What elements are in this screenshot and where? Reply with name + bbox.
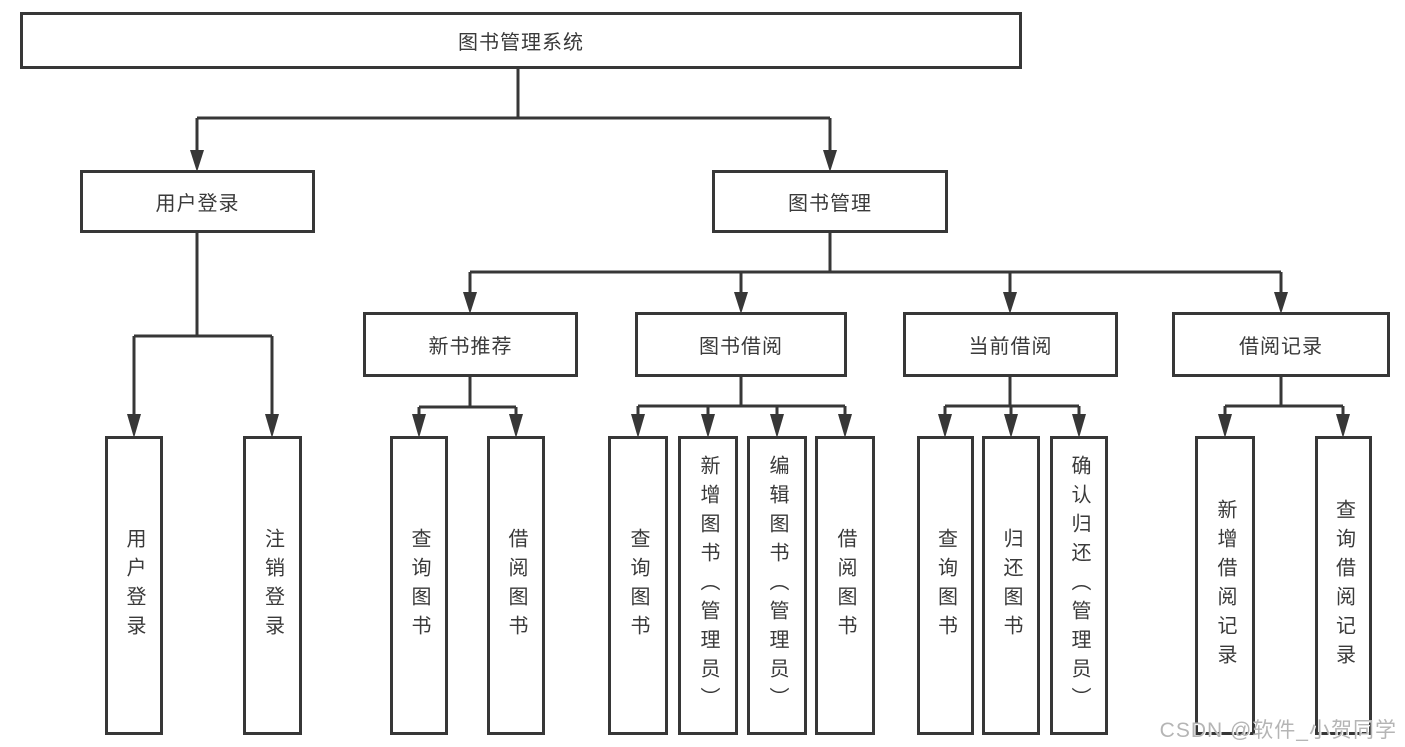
node-label: 借阅图书 — [505, 527, 527, 644]
arrowhead-icon — [509, 414, 523, 438]
leaf-query-borrow-record: 查询借阅记录 — [1315, 436, 1372, 735]
leaf-logout: 注销登录 — [243, 436, 302, 735]
arrowhead-icon — [770, 414, 784, 438]
node-label: 借阅记录 — [1239, 336, 1323, 358]
node-label: 图书管理系统 — [458, 32, 584, 54]
connector-book-borrow-children — [631, 377, 852, 438]
node-label: 归还图书 — [1000, 527, 1022, 644]
arrowhead-icon — [701, 414, 715, 438]
arrowhead-icon — [265, 414, 279, 438]
leaf-add-books-admin: 新增图书（管理员） — [678, 436, 738, 735]
node-label: 新增借阅记录 — [1214, 498, 1236, 673]
leaf-edit-books-admin: 编辑图书（管理员） — [747, 436, 807, 735]
leaf-add-borrow-record: 新增借阅记录 — [1195, 436, 1255, 735]
node-book-borrowing: 图书借阅 — [635, 312, 847, 377]
leaf-return-books: 归还图书 — [982, 436, 1040, 735]
connector-root-to-level2 — [190, 69, 837, 172]
arrowhead-icon — [734, 292, 748, 314]
node-user-login: 用户登录 — [80, 170, 315, 233]
node-label: 新增图书（管理员） — [697, 455, 719, 716]
node-label: 新书推荐 — [428, 336, 513, 358]
node-label: 查询借阅记录 — [1332, 498, 1355, 673]
node-new-book-recommend: 新书推荐 — [363, 312, 578, 377]
arrowhead-icon — [1004, 414, 1018, 438]
leaf-query-books-borrow: 查询图书 — [608, 436, 668, 735]
node-label: 用户登录 — [123, 527, 145, 644]
node-label: 图书借阅 — [699, 336, 783, 358]
node-label: 注销登录 — [261, 527, 284, 644]
arrowhead-icon — [631, 414, 645, 438]
leaf-borrow-books: 借阅图书 — [815, 436, 875, 735]
connector-new-book-children — [412, 377, 523, 438]
connector-current-borrow-children — [938, 377, 1086, 438]
arrowhead-icon — [412, 414, 426, 438]
node-book-management: 图书管理 — [712, 170, 948, 233]
connector-book-mgmt-children — [463, 233, 1288, 314]
arrowhead-icon — [938, 414, 952, 438]
leaf-borrow-books-recommend: 借阅图书 — [487, 436, 545, 735]
arrowhead-icon — [127, 414, 141, 438]
csdn-watermark: CSDN @软件_小贺同学 — [1159, 719, 1397, 742]
arrowhead-icon — [823, 150, 837, 172]
arrowhead-icon — [1336, 414, 1350, 438]
arrowhead-icon — [1274, 292, 1288, 314]
arrowhead-icon — [190, 150, 204, 172]
connector-borrow-record-children — [1218, 377, 1350, 438]
node-label: 编辑图书（管理员） — [766, 455, 788, 716]
node-library-system: 图书管理系统 — [20, 12, 1022, 69]
arrowhead-icon — [1218, 414, 1232, 438]
connector-user-login-children — [127, 233, 279, 438]
node-label: 查询图书 — [408, 527, 430, 644]
arrowhead-icon — [1072, 414, 1086, 438]
arrowhead-icon — [1003, 292, 1017, 314]
node-label: 查询图书 — [627, 527, 649, 644]
node-label: 借阅图书 — [834, 527, 856, 644]
node-label: 用户登录 — [155, 193, 240, 215]
leaf-query-books-recommend: 查询图书 — [390, 436, 448, 735]
node-current-borrowing: 当前借阅 — [903, 312, 1118, 377]
arrowhead-icon — [463, 292, 477, 314]
leaf-confirm-return-admin: 确认归还（管理员） — [1050, 436, 1108, 735]
leaf-user-login: 用户登录 — [105, 436, 163, 735]
node-label: 查询图书 — [934, 527, 957, 644]
node-label: 图书管理 — [788, 193, 872, 215]
node-label: 当前借阅 — [968, 336, 1053, 358]
arrowhead-icon — [838, 414, 852, 438]
leaf-query-books-current: 查询图书 — [917, 436, 974, 735]
node-borrowing-records: 借阅记录 — [1172, 312, 1390, 377]
node-label: 确认归还（管理员） — [1068, 455, 1090, 716]
